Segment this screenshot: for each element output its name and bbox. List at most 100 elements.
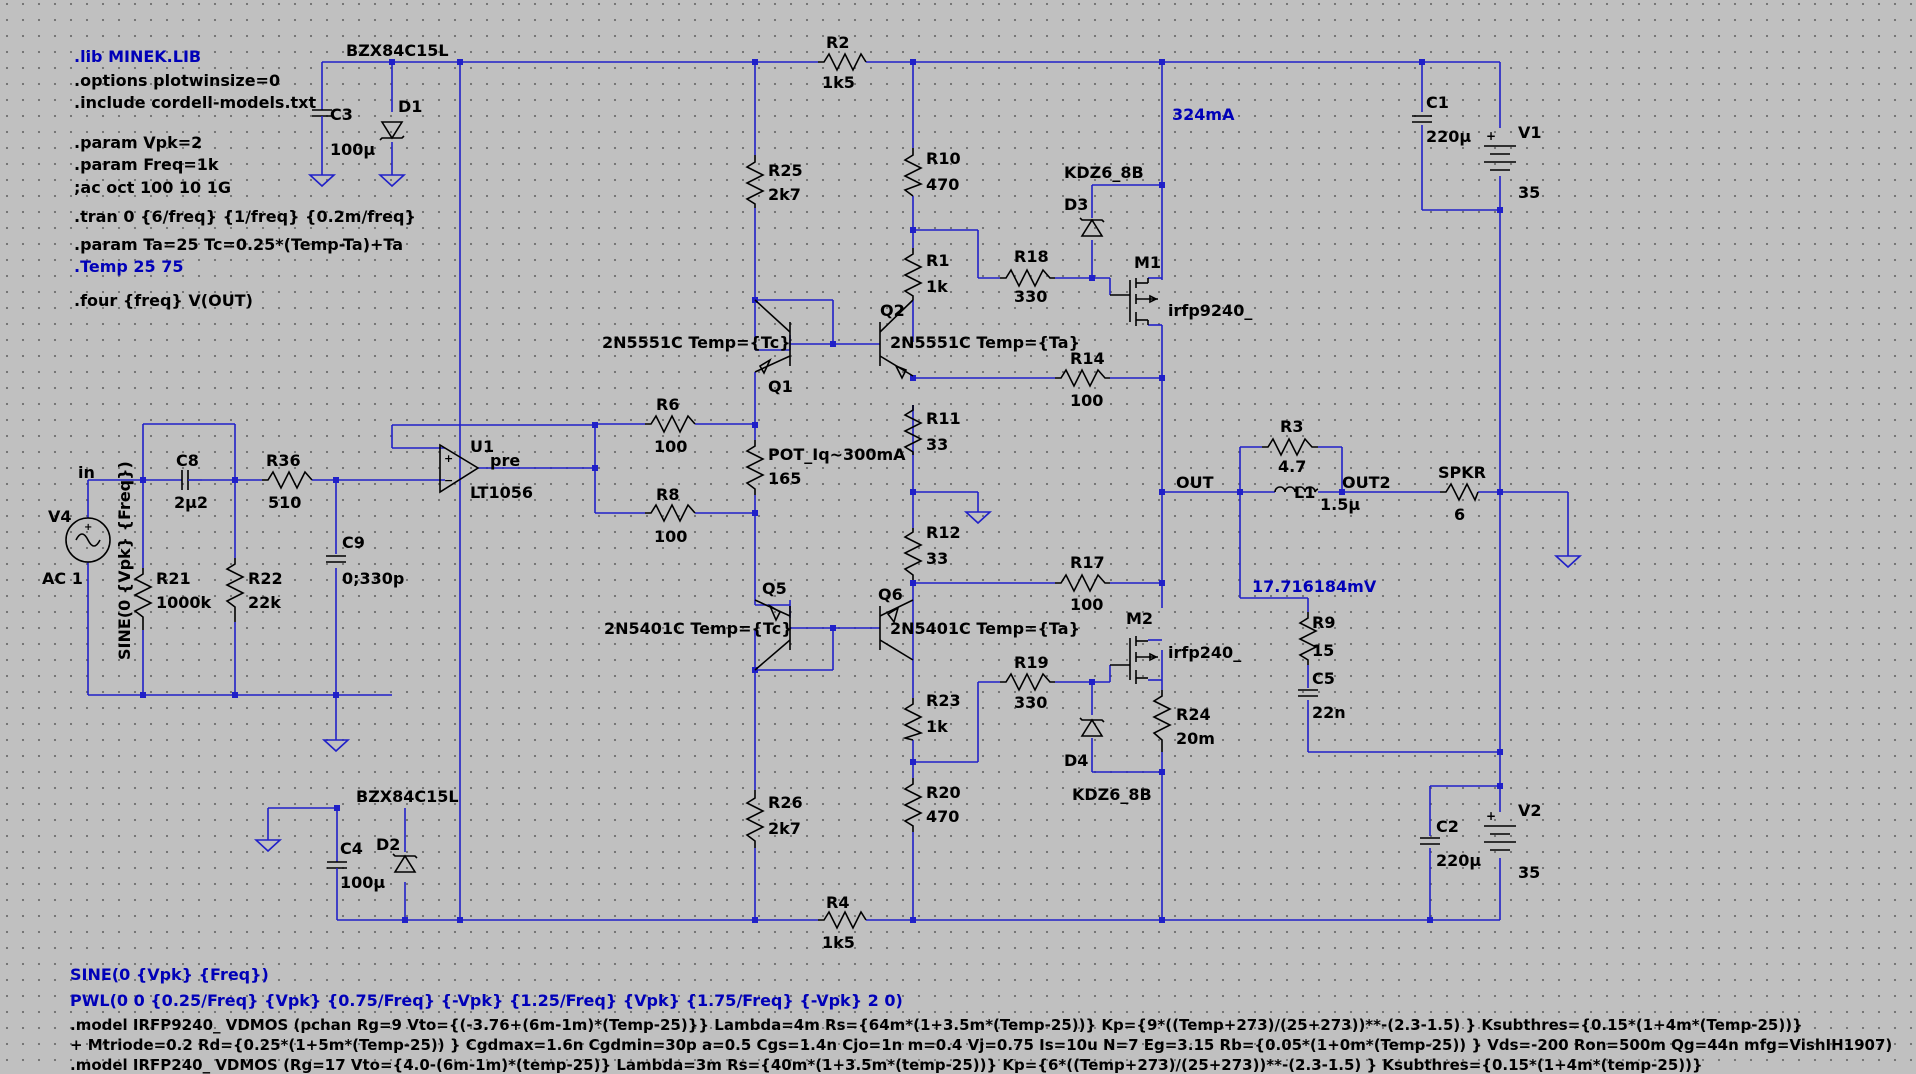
label-components-u1-value: LT1056 [470, 483, 533, 502]
resistor-r25[interactable] [745, 155, 765, 208]
ac-source-v4[interactable]: + [65, 517, 111, 563]
directive-lib: .lib MINEK.LIB [74, 47, 201, 66]
transistor-q1[interactable] [754, 299, 791, 375]
directive-param-ta: .param Ta=25 Tc=0.25*(Temp-Ta)+Ta [74, 235, 403, 254]
label-components-q6-value: 2N5401C Temp={Ta} [890, 619, 1080, 638]
label-components-r36-value: 510 [268, 493, 301, 512]
capacitor-c8[interactable] [181, 470, 202, 490]
label-components-r10-ref: R10 [926, 149, 961, 168]
net-pre: pre [490, 451, 520, 470]
label-label: + [444, 452, 453, 465]
label-components-v4-ref: V4 [48, 507, 72, 526]
zener-d4[interactable] [1079, 717, 1105, 737]
probe-voltage: 17.716184mV [1252, 577, 1377, 596]
resistor-spkr[interactable] [1440, 482, 1479, 502]
label-components-c5-ref: C5 [1312, 669, 1335, 688]
label-components-d2-value: BZX84C15L [356, 787, 459, 806]
label-components-c8-value: 2µ2 [174, 493, 208, 512]
resistor-r26[interactable] [745, 790, 765, 848]
probe-labels: 324mA 17.716184mV in pre OUT OUT2 [78, 105, 1391, 596]
resistor-r14[interactable] [1055, 368, 1110, 388]
inductor-l1[interactable] [1274, 486, 1319, 493]
resistor-r36[interactable] [262, 470, 313, 490]
wires [87, 61, 1569, 921]
model-irfp240: .model IRFP240_ VDMOS (Rg=17 Vto={4.0-(6… [70, 1056, 1703, 1074]
resistor-r18[interactable] [1000, 268, 1055, 288]
capacitor-c2[interactable] [1420, 837, 1440, 845]
directive-options: .options plotwinsize=0 [74, 71, 280, 90]
battery-v2[interactable]: + [1484, 809, 1516, 851]
label-components-c2-value: 220µ [1436, 851, 1481, 870]
label-components-r24-value: 20m [1176, 729, 1215, 748]
label-components-m1-value: irfp9240_ [1168, 301, 1252, 320]
components[interactable]: + − [65, 52, 1516, 930]
resistor-r3[interactable] [1262, 437, 1318, 457]
label-components-v2-value: 35 [1518, 863, 1540, 882]
resistor-r9[interactable] [1298, 612, 1318, 665]
resistor-r21[interactable] [133, 568, 153, 630]
label-label: + [1486, 129, 1496, 143]
label-components-r17-value: 100 [1070, 595, 1103, 614]
zener-d1[interactable] [379, 121, 405, 141]
battery-v1[interactable]: + [1484, 129, 1516, 171]
resistor-r22[interactable] [225, 558, 245, 622]
resistor-r24[interactable] [1152, 690, 1172, 752]
label-components-r14-ref: R14 [1070, 349, 1105, 368]
zener-d2[interactable] [392, 853, 418, 873]
resistor-r8[interactable] [645, 503, 696, 523]
label-components-d4-ref: D4 [1064, 751, 1088, 770]
label-components-r2-value: 1k5 [822, 73, 855, 92]
resistor-pot[interactable] [745, 440, 765, 495]
label-components-r19-value: 330 [1014, 693, 1047, 712]
resistor-r1[interactable] [903, 248, 923, 300]
label-components-r4-ref: R4 [826, 893, 849, 912]
capacitor-c4[interactable] [327, 861, 347, 892]
resistor-r4[interactable] [818, 910, 867, 930]
resistor-r2[interactable] [818, 52, 867, 72]
label-components-r22-ref: R22 [248, 569, 283, 588]
label-components-r1-ref: R1 [926, 251, 949, 270]
capacitor-c9[interactable] [326, 555, 346, 563]
resistor-r23[interactable] [902, 698, 924, 741]
label-components-r21-ref: R21 [156, 569, 191, 588]
label-components-r19-ref: R19 [1014, 653, 1049, 672]
label-components-d3-value: KDZ6_8B [1064, 163, 1144, 182]
mosfet-m2[interactable] [1110, 636, 1158, 684]
label-components-r18-ref: R18 [1014, 247, 1049, 266]
ground-symbols [253, 174, 1583, 853]
resistor-r6[interactable] [645, 414, 696, 434]
label-components-d1-ref: D1 [398, 97, 422, 116]
directive-include: .include cordell-models.txt [74, 93, 316, 112]
resistor-r17[interactable] [1055, 573, 1110, 593]
resistor-r20[interactable] [903, 778, 923, 832]
label-components-r9-value: 15 [1312, 641, 1334, 660]
resistor-r12[interactable] [903, 528, 923, 580]
resistor-r11[interactable] [903, 405, 923, 455]
label-components-r12-ref: R12 [926, 523, 961, 542]
label-components-q5-value: 2N5401C Temp={Tc} [604, 619, 793, 638]
transistor-q5[interactable] [754, 599, 791, 671]
mosfet-m1[interactable] [1110, 278, 1158, 326]
directive-param-freq: .param Freq=1k [74, 155, 219, 174]
opamp-u1[interactable]: + − [439, 443, 480, 494]
label-components-v1-value: 35 [1518, 183, 1540, 202]
resistor-r10[interactable] [903, 148, 923, 197]
capacitor-c3[interactable] [312, 109, 332, 150]
resistor-r19[interactable] [1000, 672, 1055, 692]
capacitor-c5[interactable] [1298, 689, 1318, 697]
label-components-m2-ref: M2 [1126, 609, 1153, 628]
directive-tran: .tran 0 {6/freq} {1/freq} {0.2m/freq} [74, 207, 416, 226]
label-components-c9-ref: C9 [342, 533, 365, 552]
transistor-q6[interactable] [879, 599, 914, 661]
zener-d3[interactable] [1079, 217, 1105, 237]
label-components-r12-value: 33 [926, 549, 948, 568]
capacitor-c1[interactable] [1412, 115, 1432, 123]
ground-d1 [377, 174, 407, 188]
label-components-r2-ref: R2 [826, 33, 849, 52]
label-components-v2-ref: V2 [1518, 801, 1542, 820]
label-components-d1-value: BZX84C15L [346, 41, 449, 60]
transistor-q2[interactable] [879, 299, 914, 380]
label-components-m1-ref: M1 [1134, 253, 1161, 272]
model-irfp9240: .model IRFP9240_ VDMOS (pchan Rg=9 Vto={… [70, 1016, 1803, 1034]
